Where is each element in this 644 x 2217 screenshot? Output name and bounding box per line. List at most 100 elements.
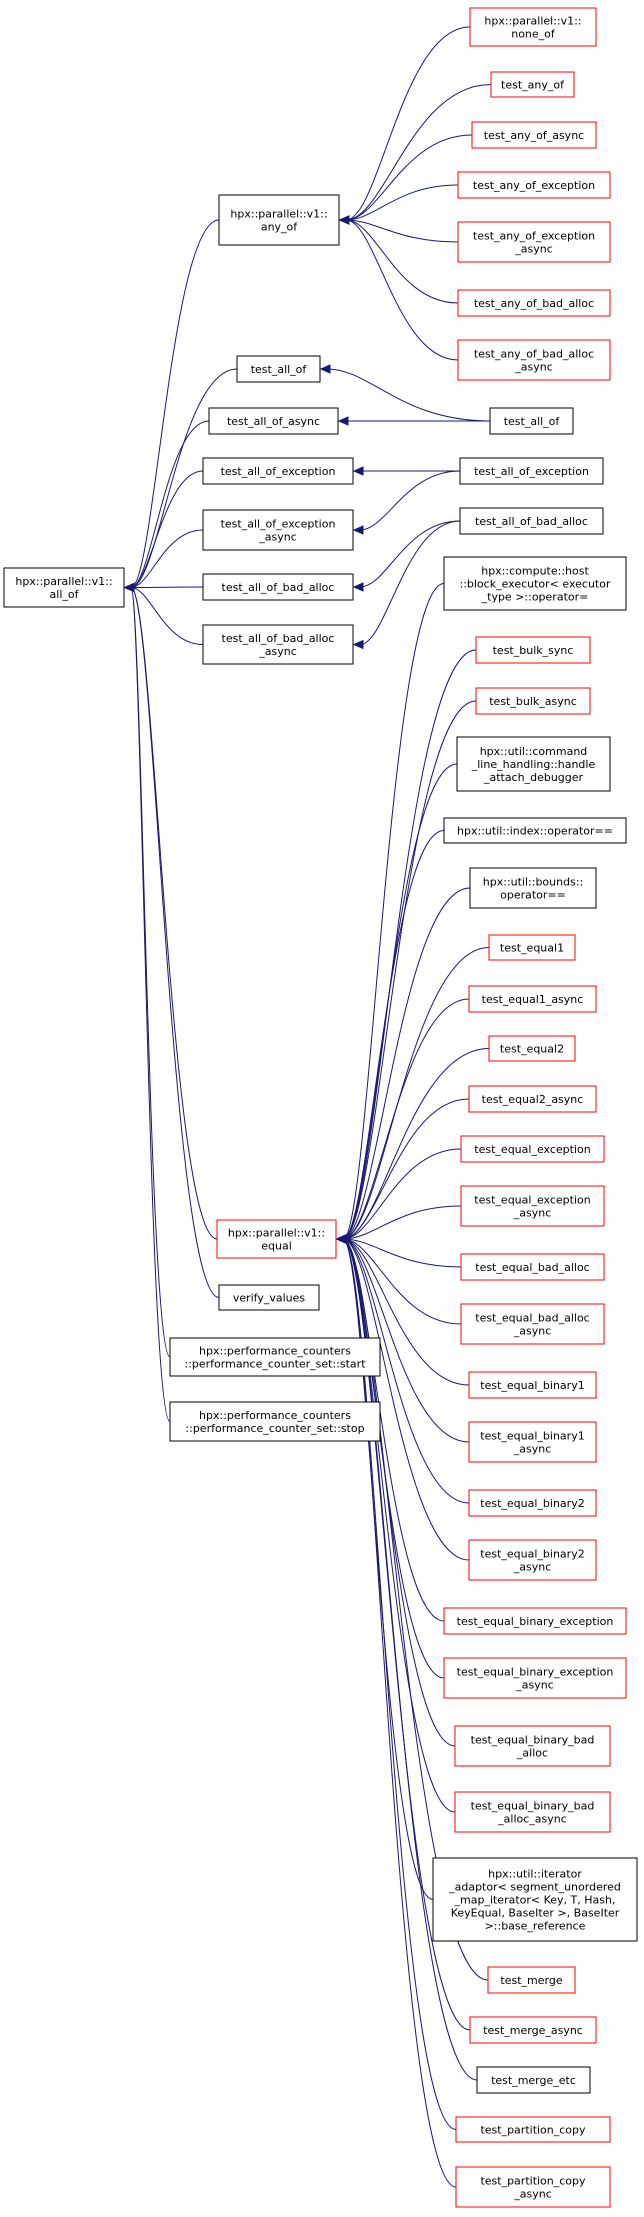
node-test_any_of_bad_alloc_async[interactable]: test_any_of_bad_alloc_async [457,339,611,381]
node-box[interactable] [456,736,611,792]
node-box[interactable] [169,1401,381,1442]
node-box[interactable] [460,1185,605,1227]
node-box[interactable] [471,121,597,149]
node-test_all_of_exception_2[interactable]: test_all_of_exception [459,457,604,485]
node-test_bulk_async[interactable]: test_bulk_async [475,687,591,715]
node-box[interactable] [459,507,604,535]
node-box[interactable] [218,1284,320,1311]
node-test_equal_bad_alloc_async[interactable]: test_equal_bad_alloc_async [460,1303,605,1345]
node-test_bulk_sync[interactable]: test_bulk_sync [475,636,591,664]
node-test_all_of_2[interactable]: test_all_of [489,407,574,435]
node-box[interactable] [460,1303,605,1345]
node-box[interactable] [457,171,611,199]
node-test_equal_binary_bad_alloc_async[interactable]: test_equal_binary_bad_alloc_async [454,1791,611,1833]
node-box[interactable] [468,1539,597,1581]
node-test_all_of_bad_alloc_1[interactable]: test_all_of_bad_alloc [202,573,354,601]
node-all_of[interactable]: hpx::parallel::v1::all_of [3,567,125,608]
node-box[interactable] [460,1135,605,1163]
node-box[interactable] [3,567,125,608]
node-box[interactable] [443,1607,627,1635]
node-block_executor[interactable]: hpx::compute::host::block_executor< exec… [443,556,627,611]
node-box[interactable] [455,2166,611,2208]
node-test_partition_copy_async[interactable]: test_partition_copy_async [455,2166,611,2208]
node-box[interactable] [202,457,354,485]
node-cmd_line[interactable]: hpx::util::command_line_handling::handle… [456,736,611,792]
node-box[interactable] [488,1035,576,1062]
node-test_equal_binary_exception[interactable]: test_equal_binary_exception [443,1607,627,1635]
node-box[interactable] [460,1253,605,1281]
node-pc_start[interactable]: hpx::performance_counters::performance_c… [169,1337,381,1377]
node-index_op[interactable]: hpx::util::index::operator== [443,817,627,844]
node-box[interactable] [443,556,627,611]
node-box[interactable] [202,624,354,665]
node-test_any_of_exception_async[interactable]: test_any_of_exception_async [457,221,611,263]
node-box[interactable] [443,1657,627,1699]
node-box[interactable] [469,2016,597,2044]
node-test_any_of[interactable]: test_any_of [490,71,575,98]
node-test_merge_async[interactable]: test_merge_async [469,2016,597,2044]
node-box[interactable] [202,573,354,601]
node-box[interactable] [454,1725,611,1767]
node-box[interactable] [469,7,597,47]
node-box[interactable] [487,1966,576,1994]
node-test_all_of_bad_alloc_2[interactable]: test_all_of_bad_alloc [459,507,604,535]
node-test_any_of_bad_alloc[interactable]: test_any_of_bad_alloc [457,289,611,317]
node-box[interactable] [468,1489,597,1517]
node-box[interactable] [468,1371,597,1399]
node-box[interactable] [475,636,591,664]
node-test_equal2_async[interactable]: test_equal2_async [468,1085,597,1113]
node-test_equal_binary_exception_async[interactable]: test_equal_binary_exception_async [443,1657,627,1699]
node-test_equal_bad_alloc[interactable]: test_equal_bad_alloc [460,1253,605,1281]
node-test_equal1_async[interactable]: test_equal1_async [468,985,597,1013]
node-test_partition_copy[interactable]: test_partition_copy [455,2116,611,2143]
node-test_merge_etc[interactable]: test_merge_etc [476,2066,591,2094]
node-test_equal_exception_async[interactable]: test_equal_exception_async [460,1185,605,1227]
node-verify_values[interactable]: verify_values [218,1284,320,1311]
node-box[interactable] [457,221,611,263]
node-box[interactable] [432,1857,638,1942]
node-iterator_adaptor[interactable]: hpx::util::iterator_adaptor< segment_uno… [432,1857,638,1942]
node-test_equal2[interactable]: test_equal2 [488,1035,576,1062]
node-box[interactable] [202,509,354,551]
node-test_equal_binary2_async[interactable]: test_equal_binary2_async [468,1539,597,1581]
node-test_all_of_exception_async[interactable]: test_all_of_exception_async [202,509,354,551]
node-box[interactable] [490,71,575,98]
node-box[interactable] [454,1791,611,1833]
node-box[interactable] [216,1219,337,1259]
node-test_equal_binary1_async[interactable]: test_equal_binary1_async [468,1421,597,1463]
node-box[interactable] [475,687,591,715]
node-test_merge[interactable]: test_merge [487,1966,576,1994]
node-box[interactable] [469,867,597,909]
node-test_equal_exception[interactable]: test_equal_exception [460,1135,605,1163]
node-box[interactable] [443,817,627,844]
node-box[interactable] [457,339,611,381]
node-test_any_of_async[interactable]: test_any_of_async [471,121,597,149]
node-box[interactable] [169,1337,381,1377]
node-equal[interactable]: hpx::parallel::v1::equal [216,1219,337,1259]
node-test_equal_binary_bad_alloc[interactable]: test_equal_binary_bad_alloc [454,1725,611,1767]
node-test_all_of_exception_1[interactable]: test_all_of_exception [202,457,354,485]
node-box[interactable] [236,355,321,383]
node-box[interactable] [455,2116,611,2143]
node-test_equal1[interactable]: test_equal1 [488,934,576,961]
node-box[interactable] [488,934,576,961]
node-bounds_op[interactable]: hpx::util::bounds::operator== [469,867,597,909]
node-test_equal_binary2[interactable]: test_equal_binary2 [468,1489,597,1517]
node-box[interactable] [457,289,611,317]
node-pc_stop[interactable]: hpx::performance_counters::performance_c… [169,1401,381,1442]
node-box[interactable] [489,407,574,435]
node-none_of[interactable]: hpx::parallel::v1::none_of [469,7,597,47]
node-box[interactable] [476,2066,591,2094]
node-test_any_of_exception[interactable]: test_any_of_exception [457,171,611,199]
node-any_of[interactable]: hpx::parallel::v1::any_of [218,194,340,246]
node-test_equal_binary1[interactable]: test_equal_binary1 [468,1371,597,1399]
node-box[interactable] [468,1421,597,1463]
node-test_all_of_async[interactable]: test_all_of_async [208,407,339,435]
node-box[interactable] [218,194,340,246]
node-box[interactable] [459,457,604,485]
node-box[interactable] [208,407,339,435]
node-box[interactable] [468,985,597,1013]
node-test_all_of_1[interactable]: test_all_of [236,355,321,383]
node-box[interactable] [468,1085,597,1113]
node-test_all_of_bad_alloc_async[interactable]: test_all_of_bad_alloc_async [202,624,354,665]
